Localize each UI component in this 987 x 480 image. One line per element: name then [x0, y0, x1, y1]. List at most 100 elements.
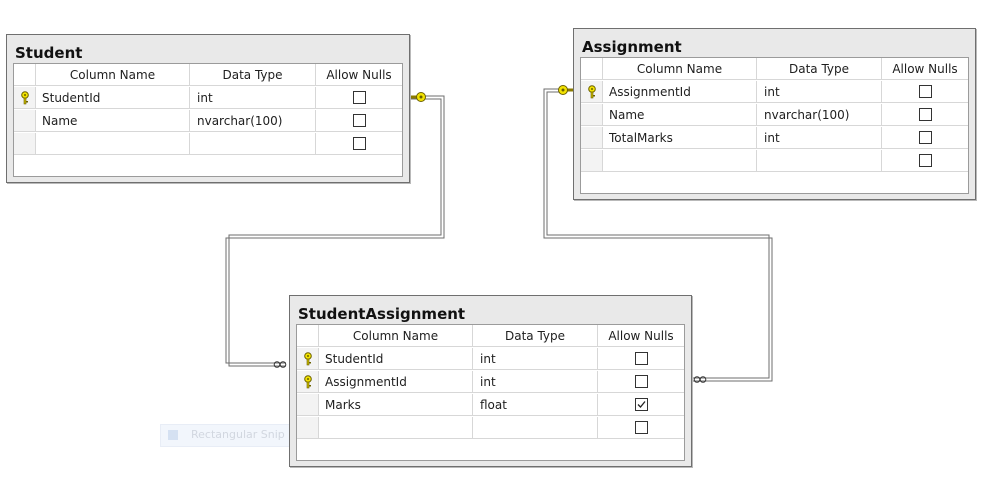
allow-nulls-checkbox[interactable]	[352, 137, 366, 150]
table-student[interactable]: Student Column Name Data Type Allow Null…	[6, 34, 410, 183]
allow-nulls-checkbox[interactable]	[352, 91, 366, 104]
snip-overlay-text: Rectangular Snip	[191, 428, 285, 441]
header-row: Column Name Data Type Allow Nulls	[14, 64, 402, 87]
table-row[interactable]: Marks float	[297, 394, 684, 417]
table-row[interactable]: Name nvarchar(100)	[581, 104, 968, 127]
table-row[interactable]	[14, 133, 402, 156]
allow-nulls-checkbox[interactable]	[634, 421, 648, 434]
table-studentassignment[interactable]: StudentAssignment Column Name Data Type …	[289, 295, 692, 467]
row-selector-header	[581, 58, 603, 80]
allow-nulls-checkbox[interactable]	[918, 108, 932, 121]
table-row[interactable]	[297, 417, 684, 440]
data-type-cell[interactable]: nvarchar(100)	[190, 110, 316, 132]
row-selector[interactable]	[581, 150, 603, 172]
data-type-cell[interactable]	[473, 417, 598, 439]
data-type-cell[interactable]: nvarchar(100)	[757, 104, 882, 126]
row-selector[interactable]	[297, 417, 319, 439]
allow-nulls-checkbox[interactable]	[634, 375, 648, 388]
table-title: StudentAssignment	[298, 305, 466, 323]
column-grid: Column Name Data Type Allow Nulls Studen…	[296, 324, 685, 461]
data-type-cell[interactable]: int	[757, 127, 882, 149]
table-row[interactable]: AssignmentId int	[581, 81, 968, 104]
relationship-assignment-studentassignment	[543, 88, 773, 382]
column-name-cell[interactable]: TotalMarks	[603, 127, 757, 149]
data-type-cell[interactable]: int	[473, 348, 598, 370]
table-row[interactable]: StudentId int	[14, 87, 402, 110]
row-selector[interactable]	[14, 110, 36, 132]
data-type-cell[interactable]: int	[473, 371, 598, 393]
snip-icon	[168, 430, 178, 440]
allow-nulls-cell	[882, 127, 968, 149]
row-selector[interactable]	[297, 348, 319, 370]
table-row[interactable]: AssignmentId int	[297, 371, 684, 394]
table-title: Assignment	[582, 38, 682, 56]
table-row[interactable]	[581, 150, 968, 173]
column-name-cell[interactable]: AssignmentId	[319, 371, 473, 393]
infinity-endpoint-right-icon	[693, 376, 707, 383]
column-name-cell[interactable]: Name	[603, 104, 757, 126]
allow-nulls-cell	[882, 81, 968, 103]
data-type-cell[interactable]	[190, 133, 316, 155]
table-title: Student	[15, 44, 83, 62]
allow-nulls-checkbox-checked[interactable]	[634, 398, 648, 411]
data-type-cell[interactable]	[757, 150, 882, 172]
table-row[interactable]: StudentId int	[297, 348, 684, 371]
checkmark-icon	[637, 401, 646, 408]
data-type-header: Data Type	[190, 64, 316, 86]
allow-nulls-checkbox[interactable]	[918, 85, 932, 98]
allow-nulls-header: Allow Nulls	[598, 325, 684, 347]
allow-nulls-cell	[882, 150, 968, 172]
column-name-header: Column Name	[319, 325, 473, 347]
column-name-cell[interactable]: StudentId	[36, 87, 190, 109]
allow-nulls-checkbox[interactable]	[918, 154, 932, 167]
relationship-student-studentassignment	[225, 95, 445, 367]
data-type-cell[interactable]: int	[757, 81, 882, 103]
row-selector[interactable]	[581, 104, 603, 126]
student-key-endpoint-icon	[410, 92, 426, 102]
row-selector[interactable]	[14, 87, 36, 109]
column-name-cell[interactable]: StudentId	[319, 348, 473, 370]
row-selector-header	[14, 64, 36, 86]
data-type-header: Data Type	[757, 58, 882, 80]
primary-key-icon	[588, 85, 596, 99]
table-row[interactable]: TotalMarks int	[581, 127, 968, 150]
row-selector[interactable]	[581, 81, 603, 103]
header-row: Column Name Data Type Allow Nulls	[297, 325, 684, 348]
table-row[interactable]: Name nvarchar(100)	[14, 110, 402, 133]
column-name-cell[interactable]	[36, 133, 190, 155]
allow-nulls-header: Allow Nulls	[316, 64, 402, 86]
row-selector[interactable]	[581, 127, 603, 149]
primary-key-icon	[21, 91, 29, 105]
column-name-cell[interactable]: AssignmentId	[603, 81, 757, 103]
allow-nulls-cell	[598, 394, 684, 416]
data-type-cell[interactable]: int	[190, 87, 316, 109]
allow-nulls-checkbox[interactable]	[634, 352, 648, 365]
table-assignment[interactable]: Assignment Column Name Data Type Allow N…	[573, 28, 976, 200]
allow-nulls-cell	[598, 371, 684, 393]
allow-nulls-checkbox[interactable]	[352, 114, 366, 127]
primary-key-icon	[304, 375, 312, 389]
allow-nulls-checkbox[interactable]	[918, 131, 932, 144]
row-selector-header	[297, 325, 319, 347]
allow-nulls-cell	[316, 87, 402, 109]
allow-nulls-cell	[316, 110, 402, 132]
allow-nulls-header: Allow Nulls	[882, 58, 968, 80]
column-name-cell[interactable]: Name	[36, 110, 190, 132]
column-name-cell[interactable]	[319, 417, 473, 439]
primary-key-icon	[304, 352, 312, 366]
row-selector[interactable]	[297, 371, 319, 393]
column-name-cell[interactable]	[603, 150, 757, 172]
row-selector[interactable]	[297, 394, 319, 416]
column-name-header: Column Name	[36, 64, 190, 86]
allow-nulls-cell	[316, 133, 402, 155]
column-name-cell[interactable]: Marks	[319, 394, 473, 416]
row-selector[interactable]	[14, 133, 36, 155]
column-name-header: Column Name	[603, 58, 757, 80]
allow-nulls-cell	[882, 104, 968, 126]
column-grid: Column Name Data Type Allow Nulls Assign…	[580, 57, 969, 194]
data-type-header: Data Type	[473, 325, 598, 347]
data-type-cell[interactable]: float	[473, 394, 598, 416]
assignment-key-endpoint-icon	[558, 85, 574, 95]
column-grid: Column Name Data Type Allow Nulls Studen…	[13, 63, 403, 177]
